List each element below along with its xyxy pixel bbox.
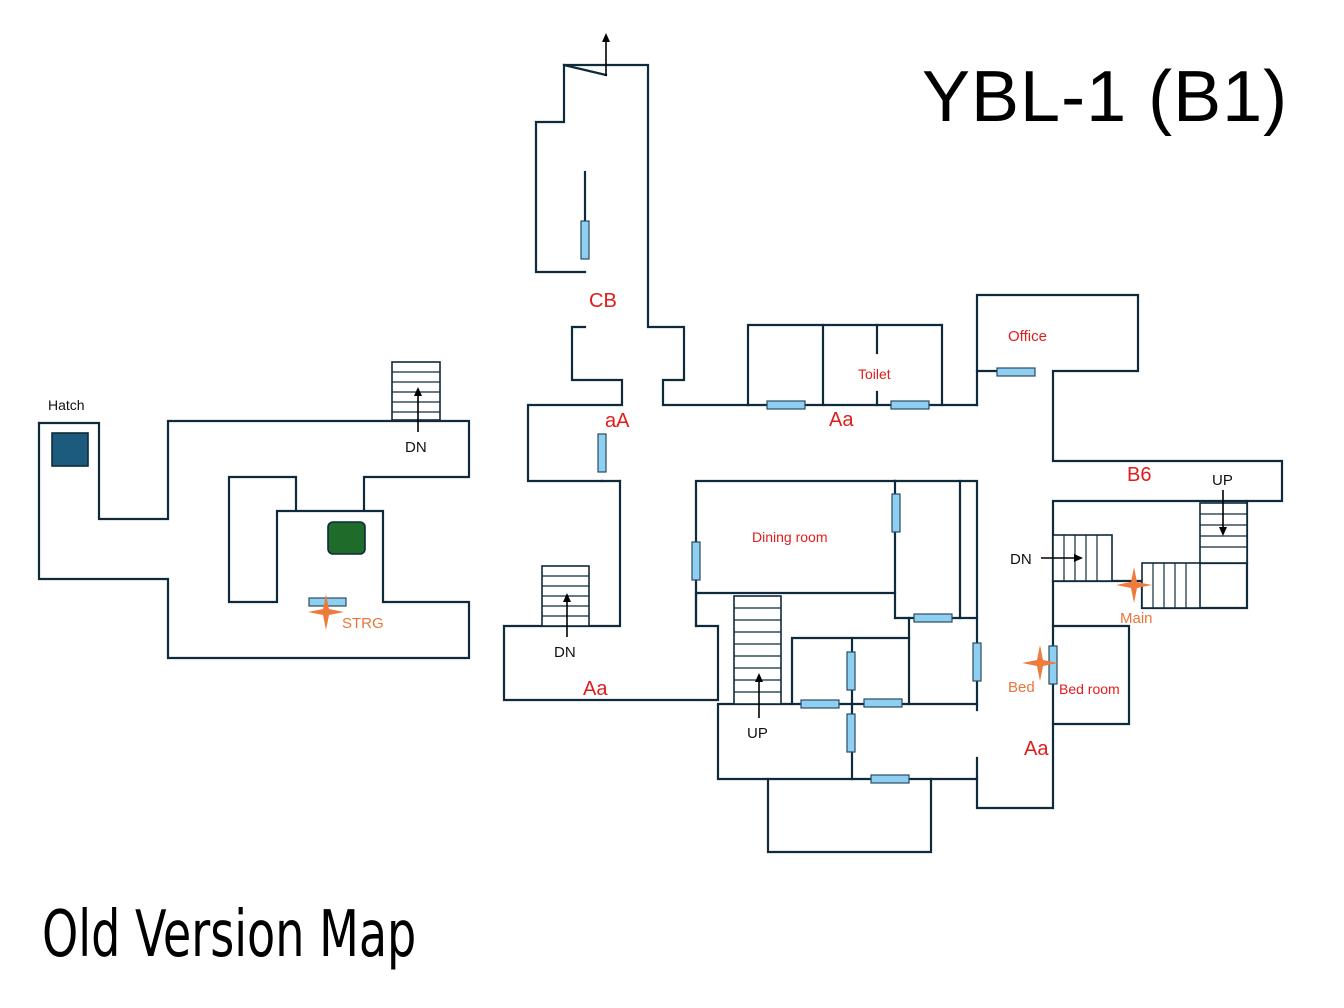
south-rooms: UP Dining room Aa	[694, 479, 1049, 854]
door[interactable]	[890, 400, 930, 410]
wall	[1051, 624, 1131, 726]
aa-corridor-label: Aa	[829, 409, 854, 431]
left-wing: Hatch DN STRG	[37, 361, 471, 660]
dn-label-left: DN	[405, 439, 427, 456]
b6-label: B6	[1127, 464, 1151, 486]
wall	[534, 63, 608, 274]
marker-main-label: Main	[1120, 610, 1153, 627]
arrow-right-icon	[1041, 554, 1083, 562]
door[interactable]	[863, 698, 903, 708]
door[interactable]	[691, 541, 701, 581]
door[interactable]	[766, 400, 806, 410]
dining-room-label: Dining room	[752, 529, 827, 545]
arrow-up-icon	[602, 33, 610, 76]
door[interactable]	[996, 367, 1036, 377]
hatch-label: Hatch	[48, 397, 85, 413]
arrow-up-icon	[563, 593, 571, 637]
wall	[746, 323, 944, 407]
stairs-middle[interactable]	[733, 595, 782, 705]
green-box-icon[interactable]	[327, 521, 366, 555]
east-wing: UP DN Bed room Main Bed	[1008, 472, 1249, 726]
bed-room-label: Bed room	[1059, 681, 1120, 697]
door[interactable]	[597, 433, 607, 473]
door[interactable]	[913, 613, 953, 623]
door[interactable]	[846, 651, 856, 691]
wall	[694, 479, 897, 628]
marker-bed-label: Bed	[1008, 679, 1035, 696]
door[interactable]	[846, 713, 856, 753]
wall	[893, 479, 979, 712]
map-subtitle: Old Version Map	[42, 898, 417, 972]
aa-right-label: Aa	[1024, 738, 1049, 760]
stairs-left[interactable]	[391, 361, 441, 421]
toilet-label: Toilet	[858, 366, 891, 382]
door[interactable]	[1048, 645, 1058, 685]
marker-star-icon[interactable]	[308, 594, 344, 630]
marker-star-icon[interactable]	[1022, 645, 1058, 681]
wall	[37, 419, 471, 521]
arrow-up-icon	[414, 387, 422, 432]
door[interactable]	[891, 493, 901, 533]
wall	[526, 325, 624, 483]
map-title: YBL-1 (B1)	[922, 57, 1289, 137]
stairs-right-main[interactable]	[1141, 562, 1201, 609]
arrow-down-icon	[1219, 490, 1227, 536]
wall	[766, 777, 933, 854]
dn-label-right: DN	[1010, 551, 1032, 568]
door[interactable]	[972, 642, 982, 682]
marker-star-icon[interactable]	[1116, 567, 1152, 603]
wall	[37, 421, 471, 660]
stairs-middle-left[interactable]	[541, 565, 590, 627]
arrow-up-icon	[755, 673, 763, 718]
aa-label: aA	[605, 410, 630, 432]
door[interactable]	[580, 220, 590, 260]
up-label-middle: UP	[747, 725, 768, 742]
aa-lower-label: Aa	[583, 678, 608, 700]
up-label-right: UP	[1212, 472, 1233, 489]
door[interactable]	[870, 774, 910, 784]
marker-strg-label: STRG	[342, 615, 384, 632]
dn-label-middle: DN	[554, 644, 576, 661]
door[interactable]	[800, 699, 840, 709]
hatch-icon[interactable]	[51, 432, 89, 467]
office-label: Office	[1008, 328, 1047, 345]
wall	[562, 63, 750, 407]
north-rooms: Toilet Office Aa B6	[746, 293, 1284, 810]
central-wing: CB aA Aa DN	[502, 33, 897, 702]
cb-label: CB	[589, 290, 617, 312]
wall	[975, 293, 1284, 810]
